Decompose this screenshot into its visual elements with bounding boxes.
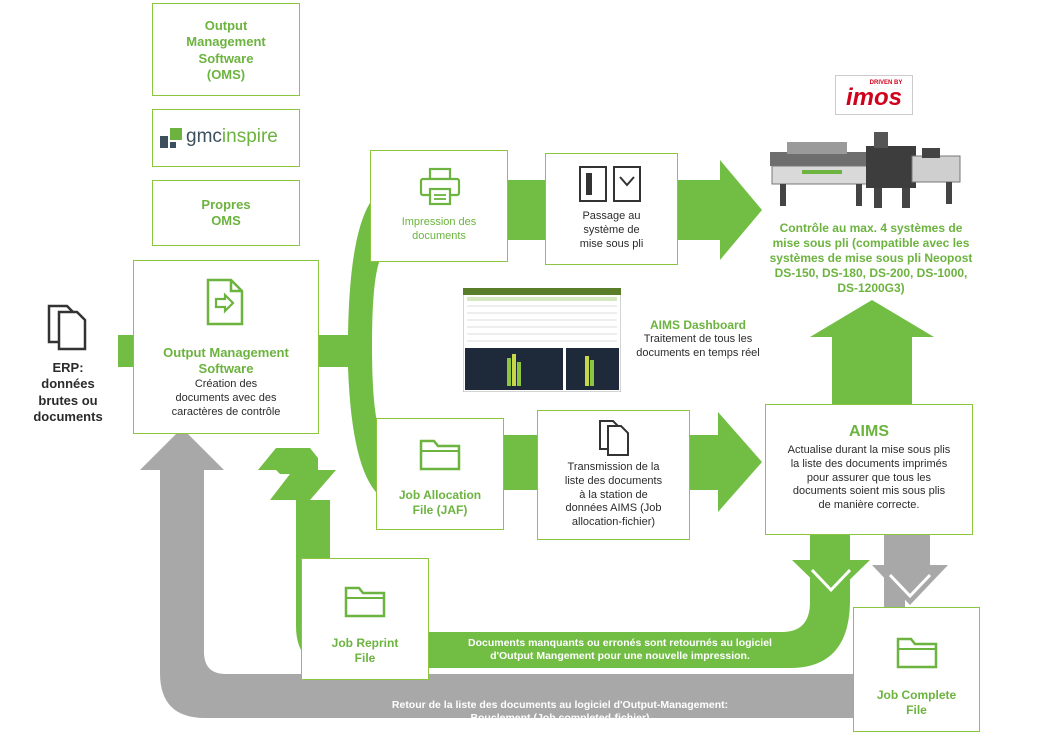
oms-label-text: Output Management Software (OMS)	[186, 18, 266, 82]
imos-brand-text: imos	[845, 84, 902, 111]
imos-logo-box	[835, 75, 913, 115]
controle-text: Contrôle au max. 4 systèmes de mise sous…	[769, 221, 973, 295]
aims-title: AIMS	[849, 423, 889, 440]
folder-icon	[344, 586, 386, 618]
oms-main-title: Output Management Software	[163, 345, 289, 377]
dashboard-screenshot-image	[463, 288, 621, 392]
own-oms-text: Propres OMS	[201, 197, 251, 229]
imos-small-text: DRIVEN BY	[869, 80, 903, 86]
retour-text: Retour de la liste des documents au logi…	[391, 699, 729, 725]
jaf-label: Job Allocation File (JAF)	[398, 488, 482, 517]
export-document-icon	[206, 278, 244, 326]
reprint-box	[301, 558, 429, 680]
transmission-label: Transmission de la liste des documents à…	[564, 461, 663, 528]
inserter-machine-image	[770, 132, 961, 208]
folder-icon	[896, 637, 938, 669]
folder-icon	[419, 439, 461, 471]
documents-icon	[599, 420, 629, 456]
gray-return-loop	[140, 428, 905, 718]
erp-label: ERP: données brutes ou documents	[33, 360, 103, 424]
aims-box	[765, 404, 973, 535]
complete-box	[853, 607, 980, 732]
inserter-icon	[579, 166, 641, 202]
green-arrow-chevron	[810, 568, 852, 593]
passage-label: Passage au système de mise sous pli	[579, 210, 644, 250]
gray-arrow-down	[872, 535, 948, 605]
oms-label-box	[152, 3, 300, 96]
own-oms-box	[152, 180, 300, 246]
complete-label: Job Complete File	[876, 688, 957, 717]
aims-up-arrow	[810, 300, 934, 405]
print-label: Impression des documents	[401, 216, 477, 242]
gmc-logo-mark-icon	[160, 128, 182, 148]
oms-main-desc: Création des documents avec des caractèr…	[171, 378, 281, 418]
gmc-logo-text: gmcinspire	[186, 126, 278, 147]
gray-arrow-chevron	[888, 573, 932, 599]
green-arrow-down	[792, 535, 870, 598]
dashboard-text: AIMS Dashboard Traitement de tous les do…	[636, 318, 760, 359]
printer-icon	[419, 167, 461, 206]
documents-icon	[47, 304, 87, 351]
manquants-text: Documents manquants ou erronés sont reto…	[468, 637, 772, 663]
jaf-box	[376, 418, 504, 530]
oms-split-curve	[318, 188, 385, 500]
reprint-label: Job Reprint File	[331, 636, 399, 665]
passage-box	[545, 153, 678, 265]
aims-desc: Actualise durant la mise sous plis la li…	[787, 444, 951, 511]
